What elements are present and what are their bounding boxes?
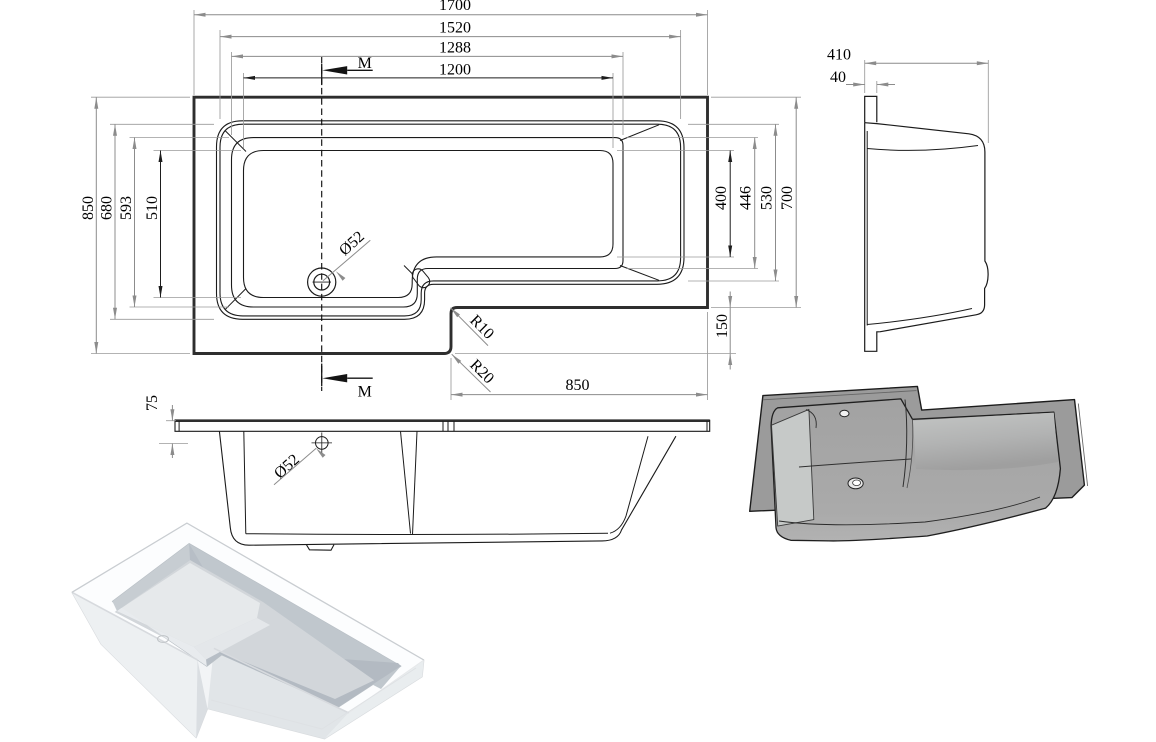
svg-text:1200: 1200 bbox=[439, 62, 471, 79]
svg-text:1288: 1288 bbox=[439, 39, 471, 56]
svg-text:410: 410 bbox=[827, 47, 851, 64]
svg-text:850: 850 bbox=[80, 196, 97, 220]
svg-text:40: 40 bbox=[830, 69, 846, 86]
svg-text:850: 850 bbox=[566, 377, 590, 394]
svg-text:400: 400 bbox=[713, 186, 730, 210]
svg-text:1520: 1520 bbox=[439, 20, 471, 37]
svg-text:510: 510 bbox=[144, 196, 161, 220]
svg-text:M: M bbox=[358, 384, 372, 401]
svg-text:680: 680 bbox=[99, 196, 116, 220]
svg-text:700: 700 bbox=[779, 186, 796, 210]
svg-text:1700: 1700 bbox=[439, 0, 471, 14]
svg-text:530: 530 bbox=[758, 186, 775, 210]
svg-text:593: 593 bbox=[118, 196, 135, 220]
svg-text:446: 446 bbox=[738, 186, 755, 210]
svg-text:M: M bbox=[358, 55, 372, 72]
svg-text:75: 75 bbox=[144, 395, 161, 411]
svg-text:150: 150 bbox=[714, 314, 731, 338]
